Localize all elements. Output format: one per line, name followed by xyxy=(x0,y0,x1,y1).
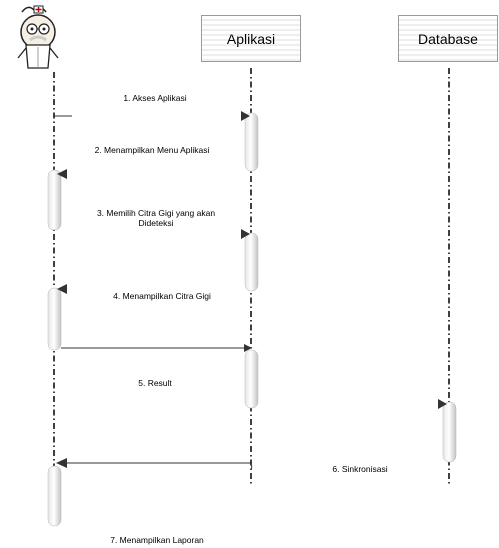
arrowhead-3 xyxy=(241,229,250,239)
message-1: 1. Akses Aplikasi xyxy=(100,93,210,103)
activation-aplikasi-2 xyxy=(244,232,259,292)
message-2-number: 2. xyxy=(94,145,102,155)
participant-database-label: Database xyxy=(418,30,478,47)
message-4-number: 4. xyxy=(113,291,121,301)
arrowhead-2 xyxy=(57,169,67,179)
arrowhead-return xyxy=(56,458,67,468)
message-7-text: Menampilkan Laporan xyxy=(119,535,204,545)
message-4-text: Menampilkan Citra Gigi xyxy=(122,291,211,301)
message-3-text: Memilih Citra Gigi yang akan Dideteksi xyxy=(106,208,216,228)
message-6: 6. Sinkronisasi xyxy=(312,464,408,474)
arrowhead-1 xyxy=(241,111,250,121)
arrowhead-4 xyxy=(57,284,67,294)
message-5-number: 5. xyxy=(138,378,146,388)
activation-actor-3 xyxy=(47,465,62,527)
participant-aplikasi-label: Aplikasi xyxy=(226,30,276,47)
arrowhead-to-aplikasi xyxy=(244,344,252,352)
message-6-text: Sinkronisasi xyxy=(341,464,388,474)
return-hook xyxy=(249,462,253,471)
message-5: 5. Result xyxy=(120,378,190,388)
message-4: 4. Menampilkan Citra Gigi xyxy=(82,291,242,301)
activation-actor-1 xyxy=(47,169,62,231)
activation-aplikasi-3 xyxy=(244,349,259,409)
activation-actor-2 xyxy=(47,287,62,351)
message-1-text: Akses Aplikasi xyxy=(132,93,187,103)
message-3: 3. Memilih Citra Gigi yang akan Dideteks… xyxy=(88,208,224,228)
message-5-text: Result xyxy=(147,378,172,388)
participant-database: Database xyxy=(398,15,498,62)
message-2-text: Menampilkan Menu Aplikasi xyxy=(104,145,210,155)
message-7-number: 7. xyxy=(110,535,118,545)
participant-aplikasi: Aplikasi xyxy=(201,15,301,62)
message-3-number: 3. xyxy=(96,208,105,218)
arrowhead-5 xyxy=(438,399,447,409)
message-7: 7. Menampilkan Laporan xyxy=(82,535,232,545)
doctor-mascot-icon xyxy=(17,5,59,69)
activation-aplikasi-1 xyxy=(244,112,259,172)
activation-database-1 xyxy=(442,401,457,463)
message-6-number: 6. xyxy=(332,464,340,474)
message-2: 2. Menampilkan Menu Aplikasi xyxy=(92,145,212,155)
message-1-number: 1. xyxy=(123,93,131,103)
